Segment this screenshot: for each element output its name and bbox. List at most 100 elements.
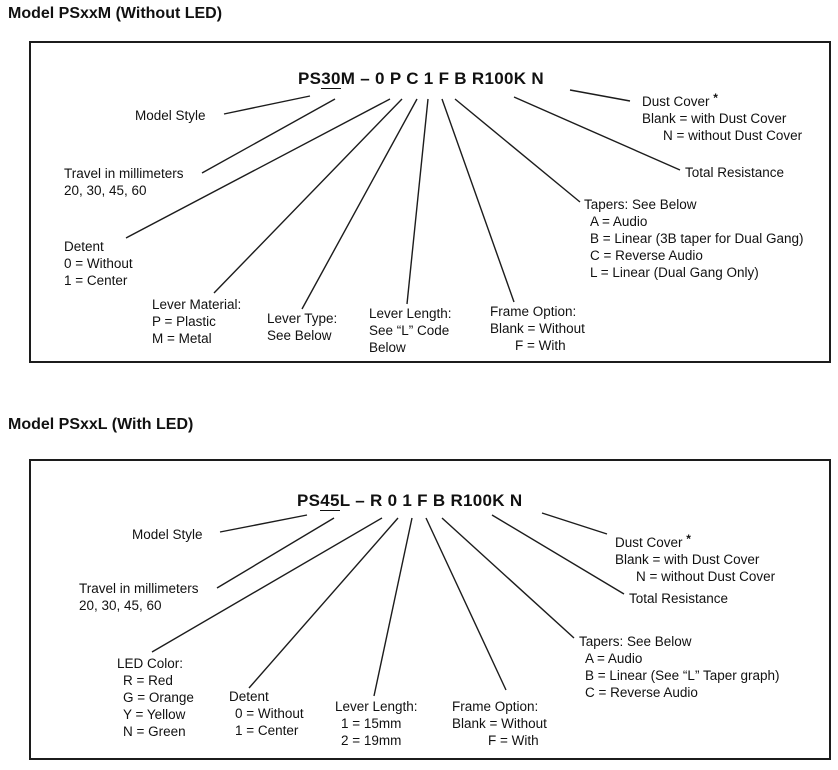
callout-text: N = without Dust Cover <box>663 128 803 143</box>
callout-lever-length: Lever Length: See “L” Code Below <box>369 305 452 356</box>
callout-text: Total Resistance <box>685 165 785 180</box>
callout-text: Detent <box>64 239 104 254</box>
connector-line-lever-length <box>406 98 429 305</box>
connector-line-lever-length <box>373 517 413 697</box>
callout-lever-type: Lever Type: See Below <box>267 310 337 344</box>
callout-text: L = Linear (Dual Gang Only) <box>590 265 759 280</box>
callout-text: LED Color: <box>117 656 184 671</box>
callout-text: Lever Length: <box>369 306 452 321</box>
callout-detent: Detent 0 = Without 1 = Center <box>229 688 304 739</box>
callout-text: Tapers: See Below <box>579 634 692 649</box>
callout-text: 0 = Without <box>235 706 304 721</box>
callout-tapers: Tapers: See Below A = Audio B = Linear (… <box>584 196 804 281</box>
asterisk-note-marker: * <box>713 91 718 105</box>
callout-text: Travel in millimeters <box>64 166 184 181</box>
callout-text: F = With <box>515 338 566 353</box>
callout-text: B = Linear (See “L” Taper graph) <box>585 668 780 683</box>
callout-text: A = Audio <box>590 214 648 229</box>
connector-line-dust-cover <box>569 89 631 102</box>
part-number-psxxl: PS45L – R 0 1 F B R100K N <box>297 491 522 511</box>
callout-travel: Travel in millimeters 20, 30, 45, 60 <box>64 165 184 199</box>
callout-text: 1 = 15mm <box>341 716 402 731</box>
section-title-psxxl: Model PSxxL (With LED) <box>8 416 194 433</box>
callout-text: Y = Yellow <box>123 707 186 722</box>
connector-line-travel <box>216 517 335 589</box>
callout-text: Lever Material: <box>152 297 242 312</box>
callout-lever-length: Lever Length: 1 = 15mm 2 = 19mm <box>335 698 418 749</box>
ordering-box-psxxl: PS45L – R 0 1 F B R100K N Model Style Tr… <box>29 459 831 760</box>
callout-tapers: Tapers: See Below A = Audio B = Linear (… <box>579 633 779 701</box>
connector-line-lever-type <box>301 98 418 310</box>
callout-text: 0 = Without <box>64 256 133 271</box>
callout-text: R = Red <box>123 673 173 688</box>
callout-text: Lever Type: <box>267 311 338 326</box>
connector-line-total-resistance <box>491 514 625 595</box>
callout-text: P = Plastic <box>152 314 216 329</box>
callout-text: Tapers: See Below <box>584 197 697 212</box>
callout-model-style: Model Style <box>135 107 206 124</box>
callout-text: 2 = 19mm <box>341 733 402 748</box>
callout-text: F = With <box>488 733 539 748</box>
part-prefix: PS <box>298 69 322 88</box>
connector-line-dust-cover <box>541 512 608 535</box>
callout-frame-option: Frame Option: Blank = Without F = With <box>452 698 547 749</box>
callout-text: See Below <box>267 328 332 343</box>
callout-text: Frame Option: <box>452 699 539 714</box>
callout-text: G = Orange <box>123 690 194 705</box>
callout-text: Model Style <box>132 527 203 542</box>
callout-text: Detent <box>229 689 269 704</box>
callout-text: Dust Cover * <box>615 532 691 550</box>
callout-text: Dust Cover * <box>642 91 718 109</box>
callout-dust-cover: Dust Cover * Blank = with Dust Cover N =… <box>615 531 775 585</box>
asterisk-note-marker: * <box>686 532 691 546</box>
callout-text: Below <box>369 340 406 355</box>
callout-text: Blank = with Dust Cover <box>642 111 787 126</box>
callout-detent: Detent 0 = Without 1 = Center <box>64 238 133 289</box>
part-travel-underlined: 45 <box>320 491 340 511</box>
callout-text: N = without Dust Cover <box>636 569 776 584</box>
callout-text: 20, 30, 45, 60 <box>64 183 147 198</box>
callout-total-resistance: Total Resistance <box>685 164 784 181</box>
callout-text: Blank = with Dust Cover <box>615 552 760 567</box>
connector-line-frame-option <box>425 517 507 691</box>
callout-dust-cover: Dust Cover * Blank = with Dust Cover N =… <box>642 90 802 144</box>
part-suffix: L – R 0 1 F B R100K N <box>339 491 523 510</box>
callout-lever-material: Lever Material: P = Plastic M = Metal <box>152 296 241 347</box>
callout-text: Blank = Without <box>452 716 547 731</box>
ordering-box-psxxm: PS30M – 0 P C 1 F B R100K N Model Style … <box>29 41 831 363</box>
callout-text: N = Green <box>123 724 186 739</box>
callout-text: Lever Length: <box>335 699 418 714</box>
part-travel-underlined: 30 <box>321 69 341 89</box>
callout-model-style: Model Style <box>132 526 203 543</box>
section-title-psxxm: Model PSxxM (Without LED) <box>8 5 223 22</box>
callout-total-resistance: Total Resistance <box>629 590 728 607</box>
callout-led-color: LED Color: R = Red G = Orange Y = Yellow… <box>117 655 194 740</box>
part-suffix: M – 0 P C 1 F B R100K N <box>340 69 544 88</box>
callout-text: See “L” Code <box>369 323 450 338</box>
callout-text: Travel in millimeters <box>79 581 199 596</box>
part-prefix: PS <box>297 491 321 510</box>
callout-text: Total Resistance <box>629 591 729 606</box>
callout-text: 20, 30, 45, 60 <box>79 598 162 613</box>
connector-line-lever-material <box>213 98 403 294</box>
callout-text: C = Reverse Audio <box>590 248 703 263</box>
callout-text: 1 = Center <box>235 723 299 738</box>
part-number-psxxm: PS30M – 0 P C 1 F B R100K N <box>298 69 544 89</box>
connector-line-frame-option <box>441 98 515 303</box>
callout-text: Frame Option: <box>490 304 577 319</box>
callout-text: Model Style <box>135 108 206 123</box>
callout-frame-option: Frame Option: Blank = Without F = With <box>490 303 585 354</box>
callout-text: A = Audio <box>585 651 643 666</box>
connector-line-model-style <box>223 95 311 115</box>
callout-text: B = Linear (3B taper for Dual Gang) <box>590 231 804 246</box>
connector-line-travel <box>201 98 336 174</box>
callout-text: C = Reverse Audio <box>585 685 698 700</box>
callout-text: M = Metal <box>152 331 212 346</box>
callout-travel: Travel in millimeters 20, 30, 45, 60 <box>79 580 199 614</box>
connector-line-tapers <box>454 98 581 203</box>
callout-text: Blank = Without <box>490 321 585 336</box>
connector-line-model-style <box>219 514 308 533</box>
connector-line-detent <box>248 517 399 689</box>
connector-line-tapers <box>441 517 575 639</box>
